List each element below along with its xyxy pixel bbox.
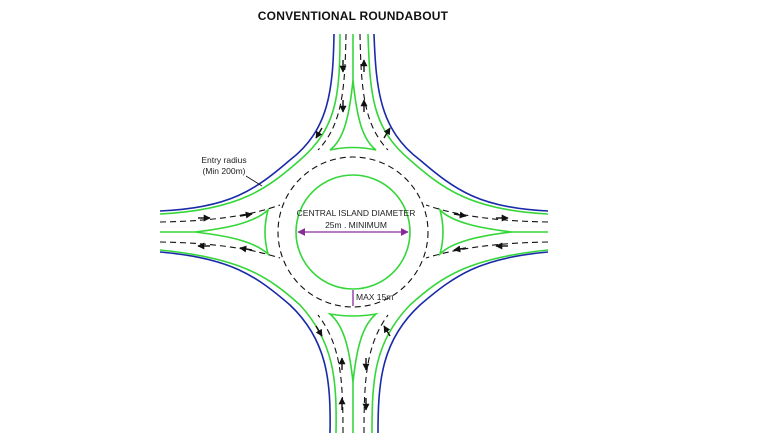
lane-arrow-icon	[453, 245, 467, 253]
lane-arrow-icon	[453, 211, 467, 219]
central-island-min-label: 25m . MINIMUM	[325, 220, 387, 230]
lane-arrow-icon	[383, 127, 391, 139]
lane-arrow-icon	[315, 127, 323, 139]
lane-arrow-icon	[239, 211, 253, 219]
lane-arrow-icon	[383, 325, 391, 337]
entry-radius-leader	[245, 175, 263, 187]
island-kerbs	[159, 33, 549, 433]
lane-arrow-icon	[239, 245, 253, 253]
central-island-label: CENTRAL ISLAND DIAMETER	[297, 208, 416, 218]
lane-arrow-icon	[315, 325, 323, 337]
max-width-label: MAX 15m	[356, 292, 393, 302]
outer-kerb	[159, 33, 549, 433]
entry-radius-min-label: (Min 200m)	[203, 166, 246, 176]
central-island	[295, 174, 411, 290]
entry-radius-label: Entry radius	[201, 155, 246, 165]
lane-markings	[159, 33, 549, 433]
lane-arrows	[197, 59, 509, 411]
diagram-title: CONVENTIONAL ROUNDABOUT	[257, 9, 449, 23]
